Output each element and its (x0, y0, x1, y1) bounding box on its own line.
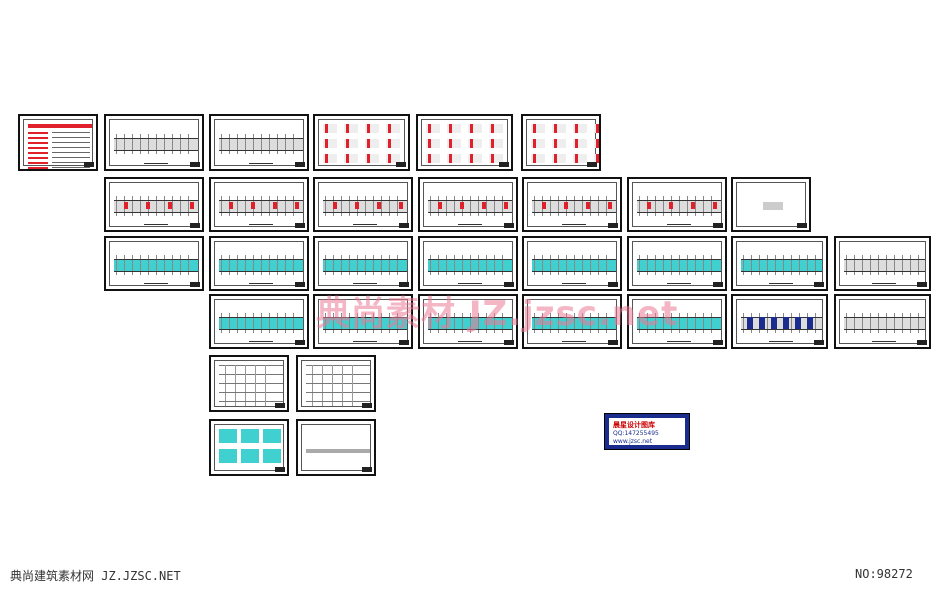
stamp-url: www.jzsc.net (613, 438, 653, 445)
drawing-sheet-thumbnail[interactable] (521, 114, 601, 171)
title-block (362, 467, 372, 472)
drawing-sheet-thumbnail[interactable] (104, 114, 204, 171)
drawing-sheet-thumbnail[interactable] (522, 236, 622, 291)
title-block (399, 223, 409, 228)
title-block (295, 223, 305, 228)
drawing-sheet-thumbnail[interactable] (209, 236, 309, 291)
title-block (797, 223, 807, 228)
stamp-qq: QQ:147255495 (613, 430, 659, 437)
title-block (399, 340, 409, 345)
drawing-sheet-thumbnail[interactable] (834, 294, 931, 349)
drawing-sheet-thumbnail[interactable] (104, 236, 204, 291)
drawing-sheet-thumbnail[interactable] (209, 419, 289, 476)
drawing-sheet-thumbnail[interactable] (313, 114, 410, 171)
designer-stamp: 晨星设计图库 QQ:147255495 www.jzsc.net (604, 413, 690, 450)
drawing-sheet-thumbnail[interactable] (418, 177, 518, 232)
title-block (917, 282, 927, 287)
title-block (275, 403, 285, 408)
title-block (396, 162, 406, 167)
title-block (814, 282, 824, 287)
title-block (608, 282, 618, 287)
drawing-sheet-thumbnail[interactable] (627, 294, 727, 349)
drawing-sheet-thumbnail[interactable] (416, 114, 513, 171)
title-block (504, 340, 514, 345)
title-block (504, 223, 514, 228)
title-block (399, 282, 409, 287)
title-block (295, 340, 305, 345)
title-block (84, 162, 94, 167)
title-block (713, 340, 723, 345)
drawing-sheet-thumbnail[interactable] (522, 294, 622, 349)
title-block (362, 403, 372, 408)
title-block (295, 162, 305, 167)
title-block (295, 282, 305, 287)
drawing-sheet-thumbnail[interactable] (627, 177, 727, 232)
title-block (504, 282, 514, 287)
title-block (190, 282, 200, 287)
title-block (190, 223, 200, 228)
drawing-sheet-thumbnail[interactable] (209, 355, 289, 412)
title-block (814, 340, 824, 345)
footer-site-name: 典尚建筑素材网 JZ.JZSC.NET (10, 569, 181, 583)
drawing-sheet-thumbnail[interactable] (418, 294, 518, 349)
title-block (713, 223, 723, 228)
drawing-sheet-thumbnail[interactable] (209, 294, 309, 349)
drawing-sheet-thumbnail[interactable] (209, 177, 309, 232)
watermark-text: 典尚素材 JZ.jzsc.net (316, 294, 679, 334)
drawing-sheet-thumbnail[interactable] (313, 177, 413, 232)
title-block (190, 162, 200, 167)
drawing-sheet-thumbnail[interactable] (313, 236, 413, 291)
title-block (275, 467, 285, 472)
drawing-sheet-thumbnail[interactable] (731, 177, 811, 232)
drawing-sheet-thumbnail[interactable] (296, 355, 376, 412)
title-block (608, 223, 618, 228)
drawing-sheet-thumbnail[interactable] (522, 177, 622, 232)
title-block (608, 340, 618, 345)
drawing-sheet-thumbnail[interactable] (731, 236, 828, 291)
drawing-sheet-thumbnail[interactable] (104, 177, 204, 232)
title-block (713, 282, 723, 287)
drawing-sheet-thumbnail[interactable] (731, 294, 828, 349)
drawing-sheet-thumbnail[interactable] (209, 114, 309, 171)
drawing-sheet-thumbnail[interactable] (313, 294, 413, 349)
stamp-title: 晨星设计图库 (613, 421, 655, 429)
drawing-sheet-thumbnail[interactable] (627, 236, 727, 291)
drawing-sheet-thumbnail[interactable] (296, 419, 376, 476)
drawing-sheet-thumbnail[interactable] (418, 236, 518, 291)
drawing-sheet-thumbnail[interactable] (834, 236, 931, 291)
title-block (917, 340, 927, 345)
drawing-sheet-thumbnail[interactable] (18, 114, 98, 171)
title-block (499, 162, 509, 167)
footer-drawing-number: NO:98272 (855, 567, 913, 581)
title-block (587, 162, 597, 167)
